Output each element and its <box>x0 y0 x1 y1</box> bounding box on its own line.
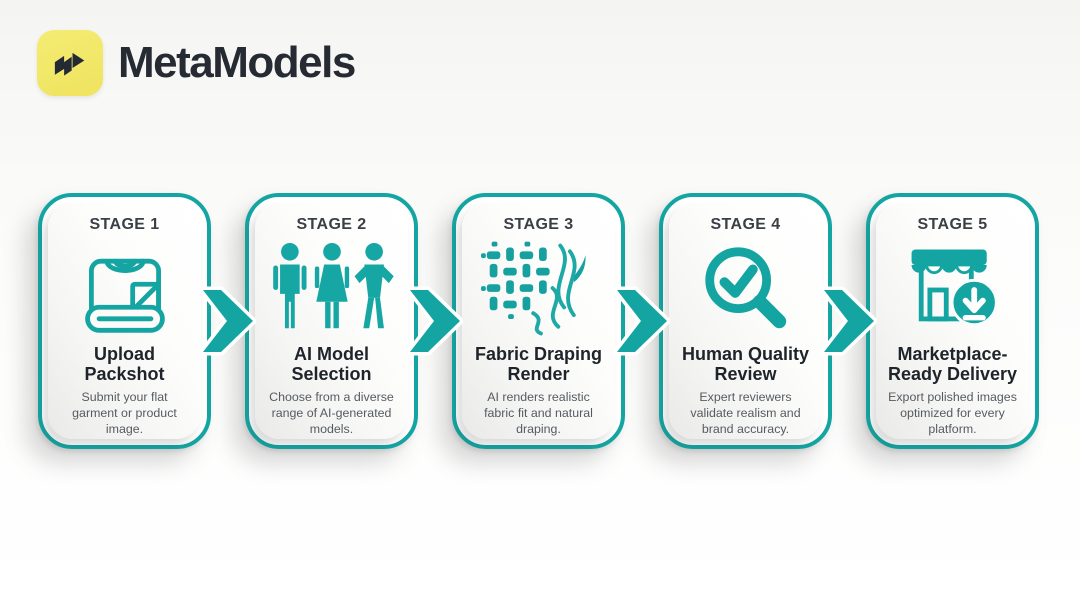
stage-2-label: STAGE 2 <box>296 216 367 233</box>
stage-2-title: AI Model Selection <box>291 344 372 385</box>
stage-4-label: STAGE 4 <box>710 216 781 233</box>
stage-card-2: STAGE 2 <box>245 193 418 449</box>
folded-shirt-icon <box>48 237 201 342</box>
stage-card-1: STAGE 1 Upload Packshot Submit your flat… <box>38 193 211 449</box>
stage-card-1-tile: STAGE 1 Upload Packshot Submit your flat… <box>48 203 201 439</box>
stage-card-5-tile: STAGE 5 <box>876 203 1029 439</box>
stage-4-title: Human Quality Review <box>681 344 810 385</box>
stage-card-3: STAGE 3 <box>452 193 625 449</box>
ribbon-arrow-mark-icon <box>49 42 91 84</box>
stage-1-title: Upload Packshot <box>84 344 165 385</box>
chevron-right-arrow-icon <box>407 286 463 356</box>
stage-card-2-tile: STAGE 2 <box>255 203 408 439</box>
storefront-download-icon <box>876 237 1029 342</box>
brand-logo <box>37 30 103 96</box>
stage-3-description: AI renders realistic fabric fit and natu… <box>484 390 593 437</box>
stage-card-4: STAGE 4 Human Quality Review Expert revi… <box>659 193 832 449</box>
three-people-icon <box>255 237 408 342</box>
stage-1-label: STAGE 1 <box>89 216 160 233</box>
stage-card-4-tile: STAGE 4 Human Quality Review Expert revi… <box>669 203 822 439</box>
stage-1-description: Submit your flat garment or product imag… <box>72 390 177 437</box>
stage-card-5: STAGE 5 <box>866 193 1039 449</box>
stage-3-title: Fabric Draping Render <box>474 344 603 385</box>
brand-name: MetaModels <box>118 38 356 87</box>
brand-header: MetaModels <box>37 30 356 96</box>
fabric-weave-drape-icon <box>462 237 615 342</box>
stage-5-title: Marketplace-Ready Delivery <box>887 344 1018 385</box>
stage-2-description: Choose from a diverse range of AI-genera… <box>269 390 394 437</box>
stage-5-description: Export polished images optimized for eve… <box>888 390 1017 437</box>
stage-3-label: STAGE 3 <box>503 216 574 233</box>
stage-5-label: STAGE 5 <box>917 216 988 233</box>
stage-4-description: Expert reviewers validate realism and br… <box>690 390 801 437</box>
stage-card-3-tile: STAGE 3 <box>462 203 615 439</box>
chevron-right-arrow-icon <box>200 286 256 356</box>
magnifier-checkmark-icon <box>669 237 822 342</box>
chevron-right-arrow-icon <box>821 286 877 356</box>
chevron-right-arrow-icon <box>614 286 670 356</box>
